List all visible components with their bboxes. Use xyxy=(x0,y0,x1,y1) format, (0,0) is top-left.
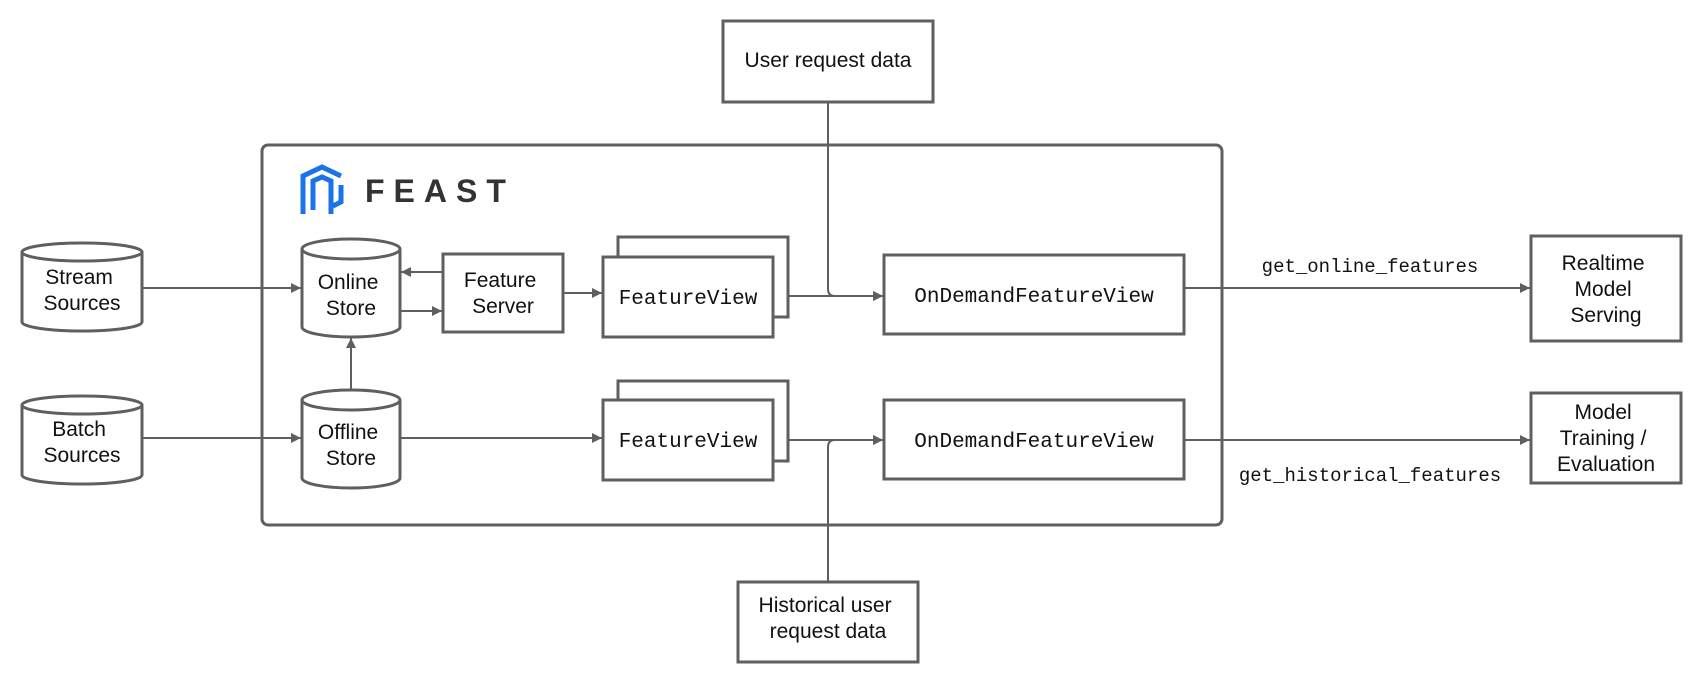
online-store-label: Online Store xyxy=(318,271,385,320)
on-demand-feature-view-bottom: OnDemandFeatureView xyxy=(882,398,1186,481)
feature-server: Feature Server xyxy=(441,252,565,334)
batch-sources-label: Batch Sources xyxy=(43,418,120,467)
historical-user-request-data-label: Historical user request data xyxy=(759,594,898,643)
feast-logo-icon xyxy=(300,164,344,214)
realtime-model-serving-label: Realtime Model Serving xyxy=(1562,252,1651,327)
get-online-features-label: get_online_features xyxy=(1262,256,1479,278)
arrow-user-request-to-odfv xyxy=(827,102,883,301)
feature-view-bottom: FeatureView xyxy=(601,379,790,482)
feast-logo: FEAST xyxy=(300,164,515,214)
offline-store-label: Offline Store xyxy=(318,421,384,470)
feast-container xyxy=(260,143,1224,527)
realtime-model-serving: Realtime Model Serving xyxy=(1529,234,1683,343)
feast-logo-text: FEAST xyxy=(365,173,515,209)
historical-user-request-data: Historical user request data xyxy=(736,580,920,664)
feature-view-bottom-label: FeatureView xyxy=(619,431,758,454)
model-training-evaluation-label: Model Training / Evaluation xyxy=(1557,401,1655,476)
on-demand-feature-view-bottom-label: OnDemandFeatureView xyxy=(914,431,1154,454)
feature-view-top-label: FeatureView xyxy=(619,288,758,311)
on-demand-feature-view-top: OnDemandFeatureView xyxy=(882,253,1186,336)
online-store: Online Store xyxy=(300,237,402,339)
user-request-data-label: User request data xyxy=(745,49,912,72)
arrow-historical-request-to-odfv xyxy=(827,435,883,582)
user-request-data: User request data xyxy=(721,19,935,104)
model-training-evaluation: Model Training / Evaluation xyxy=(1529,391,1683,485)
get-historical-features-label: get_historical_features xyxy=(1239,465,1501,487)
stream-sources-label: Stream Sources xyxy=(43,266,120,315)
feature-view-top: FeatureView xyxy=(601,235,790,339)
on-demand-feature-view-top-label: OnDemandFeatureView xyxy=(914,286,1154,309)
stream-sources: Stream Sources xyxy=(20,241,144,333)
batch-sources: Batch Sources xyxy=(20,394,144,486)
offline-store: Offline Store xyxy=(300,388,402,490)
feature-server-label: Feature Server xyxy=(464,269,542,318)
